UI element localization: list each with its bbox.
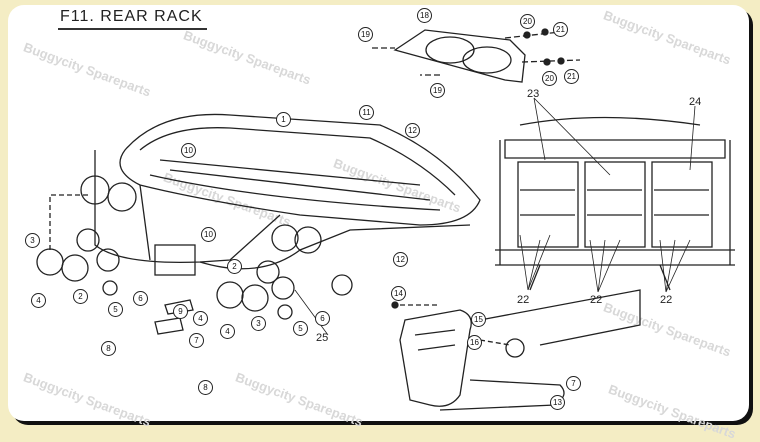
callout-21: 21	[564, 69, 579, 84]
label-22: 22	[590, 294, 603, 306]
callout-3: 3	[25, 233, 40, 248]
bumper-guard	[391, 289, 641, 411]
callout-11: 11	[359, 105, 374, 120]
callout-12: 12	[405, 123, 420, 138]
callout-14: 14	[391, 286, 406, 301]
rear-rack-frame	[94, 113, 481, 276]
page-title: F11. REAR RACK	[58, 8, 207, 30]
callout-4: 4	[31, 293, 46, 308]
cargo-rack-assembly	[495, 116, 735, 291]
callout-1: 1	[276, 112, 291, 127]
callout-8: 8	[198, 380, 213, 395]
label-22: 22	[517, 294, 530, 306]
callout-6: 6	[315, 311, 330, 326]
callout-8: 8	[101, 341, 116, 356]
callout-9: 9	[173, 304, 188, 319]
callout-18: 18	[417, 8, 432, 23]
callout-6: 6	[133, 291, 148, 306]
callout-20: 20	[542, 71, 557, 86]
label-25: 25	[316, 332, 329, 344]
light-pods-left	[36, 175, 137, 296]
callout-20: 20	[520, 14, 535, 29]
callout-15: 15	[471, 312, 486, 327]
callout-4: 4	[220, 324, 235, 339]
callout-5: 5	[108, 302, 123, 317]
callout-19: 19	[430, 83, 445, 98]
label-22: 22	[660, 294, 673, 306]
callout-5: 5	[293, 321, 308, 336]
callout-13: 13	[550, 395, 565, 410]
callout-21: 21	[553, 22, 568, 37]
callout-2: 2	[73, 289, 88, 304]
callout-12: 12	[393, 252, 408, 267]
label-24: 24	[689, 96, 702, 108]
callout-2: 2	[227, 259, 242, 274]
callout-4: 4	[193, 311, 208, 326]
callout-19: 19	[358, 27, 373, 42]
callout-16: 16	[467, 335, 482, 350]
callout-10: 10	[201, 227, 216, 242]
callout-10: 10	[181, 143, 196, 158]
parts-drawing	[36, 28, 735, 411]
callout-3: 3	[251, 316, 266, 331]
label-23: 23	[527, 88, 540, 100]
leader-lines	[294, 97, 696, 336]
callout-7: 7	[566, 376, 581, 391]
light-bar-cover	[372, 28, 581, 83]
light-pods-right	[154, 224, 353, 335]
diagram-panel	[8, 5, 749, 421]
callout-7: 7	[189, 333, 204, 348]
